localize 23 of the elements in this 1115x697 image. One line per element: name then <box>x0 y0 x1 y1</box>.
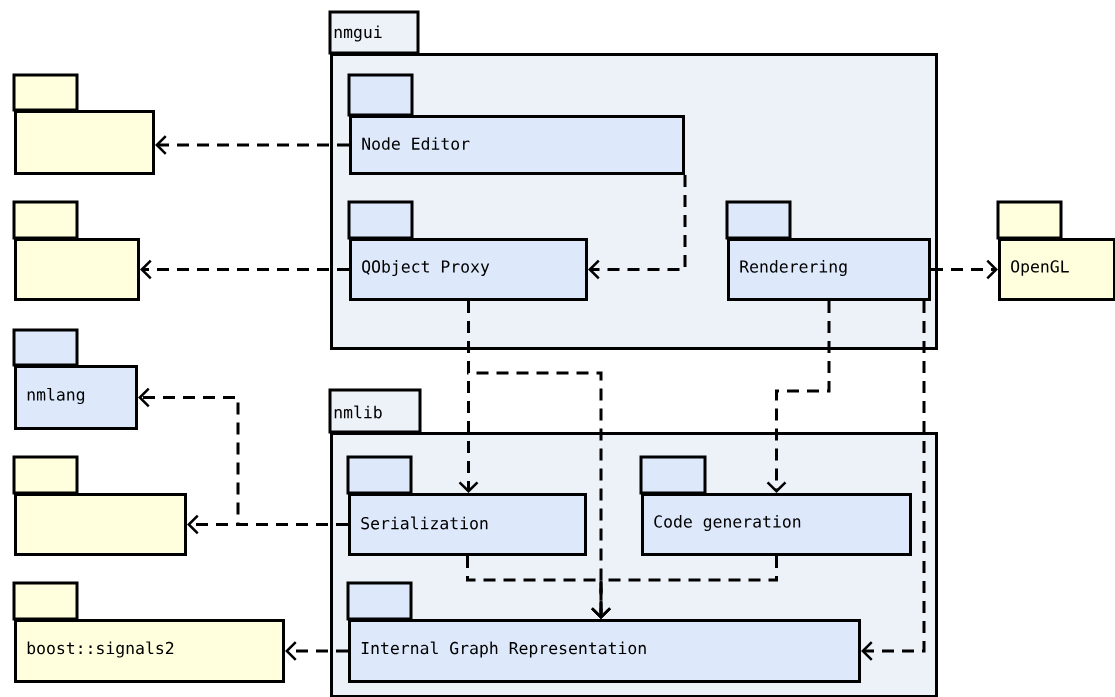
dependency-arrow <box>931 259 998 280</box>
dependency-arrow <box>588 175 687 280</box>
package-box: OpenGL <box>996 200 1115 301</box>
dependency-arrow <box>140 259 349 280</box>
package-box <box>12 455 187 556</box>
package-box: Internal Graph Representation <box>346 581 861 683</box>
node-label: nmlib <box>334 405 382 419</box>
dependency-arrow <box>861 301 926 661</box>
package-box: Node Editor <box>347 73 685 175</box>
package-box: nmlang <box>12 328 138 430</box>
package-box: Code generation <box>639 455 912 556</box>
dependency-arrow <box>155 135 349 155</box>
package-box <box>12 73 155 175</box>
package-box: Renderering <box>725 200 931 301</box>
package-box <box>12 200 140 301</box>
dependency-arrow <box>187 514 348 535</box>
dependency-arrow <box>285 641 348 661</box>
dependency-arrow <box>766 301 831 493</box>
package-box: boost::signals2 <box>12 581 285 683</box>
package-box: Serialization <box>346 455 587 556</box>
dependency-arrow <box>591 556 778 619</box>
package-box: QObject Proxy <box>347 200 588 301</box>
node-label: nmgui <box>334 25 382 42</box>
